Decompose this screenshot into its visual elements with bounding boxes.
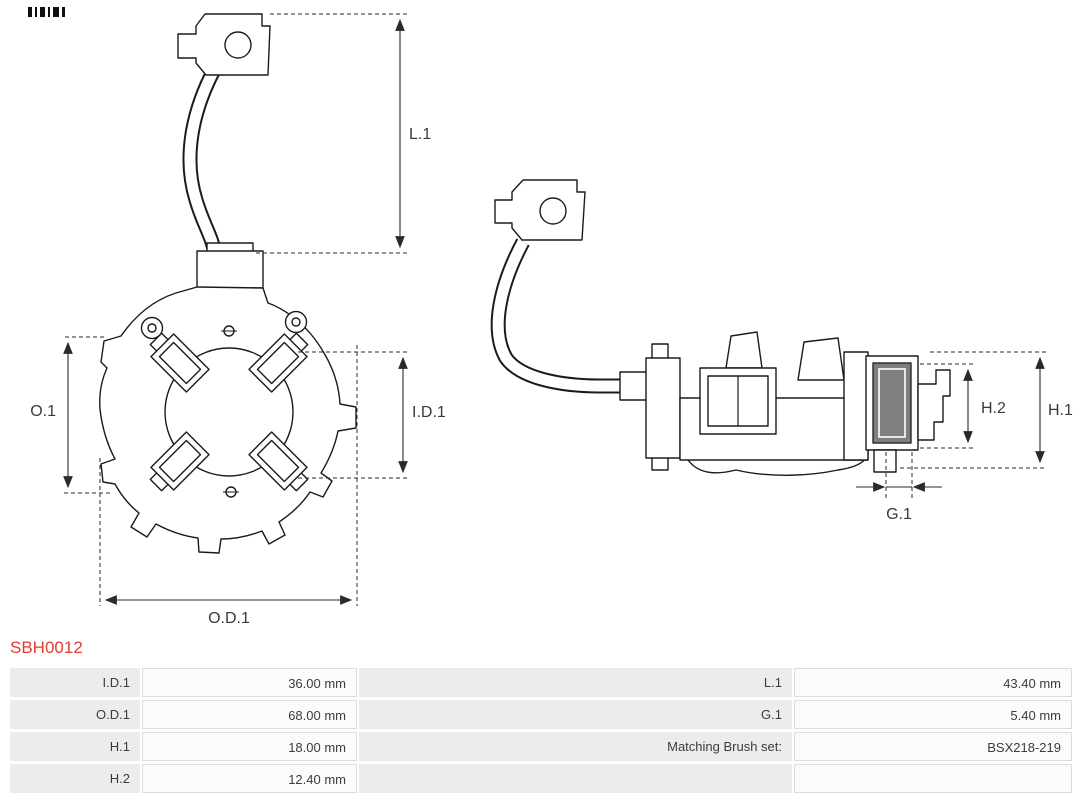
dimension-h1: H.1	[900, 351, 1073, 469]
dimension-id1: I.D.1	[298, 351, 446, 479]
spec-label-h2: H.2	[10, 764, 140, 793]
spec-label-g1: G.1	[359, 700, 792, 729]
center-hole-top	[221, 325, 237, 337]
side-view-drawing	[490, 179, 951, 476]
dimension-l1: L.1	[256, 13, 431, 254]
spec-label-empty	[359, 764, 792, 793]
dim-label-od1: O.D.1	[208, 610, 250, 627]
dim-label-g1: G.1	[886, 506, 912, 523]
brush-box-upper-right	[248, 332, 309, 393]
spec-value-id1: 36.00 mm	[142, 668, 357, 697]
terminal-lug-side	[494, 179, 586, 241]
spec-value-matching-brush-set: BSX218-219	[794, 732, 1072, 761]
spec-value-h1: 18.00 mm	[142, 732, 357, 761]
dimension-g1: G.1	[856, 452, 942, 523]
spec-label-id1: I.D.1	[10, 668, 140, 697]
dim-label-h2: H.2	[981, 400, 1006, 417]
mount-foot	[873, 449, 897, 473]
spec-value-g1: 5.40 mm	[794, 700, 1072, 729]
brush-box-lower-left	[149, 431, 210, 492]
dimension-h2: H.2	[920, 363, 1006, 449]
spec-row: O.D.1 68.00 mm G.1 5.40 mm	[10, 700, 1072, 729]
right-hook-tab	[917, 369, 951, 441]
spec-value-h2: 12.40 mm	[142, 764, 357, 793]
technical-diagram: L.1 O.1 I.D.1 O.D.1	[28, 7, 1073, 627]
dim-label-id1: I.D.1	[412, 404, 446, 421]
right-bracket	[843, 351, 869, 461]
spring-tab-2	[797, 337, 845, 381]
dimension-o1: O.1	[30, 336, 110, 494]
spec-value-od1: 68.00 mm	[142, 700, 357, 729]
spec-value-l1: 43.40 mm	[794, 668, 1072, 697]
spring-tab-1	[725, 331, 763, 369]
lead-wire	[182, 66, 223, 256]
spec-label-od1: O.D.1	[10, 700, 140, 729]
part-number: SBH0012	[10, 638, 83, 657]
terminal-lug	[177, 13, 271, 76]
base-bottom-edge	[687, 457, 867, 476]
rivet-hole-left	[140, 316, 164, 340]
brush-box-lower-right	[248, 431, 309, 492]
dim-label-h1: H.1	[1048, 402, 1073, 419]
rivet-hole-right	[284, 310, 308, 334]
left-bracket	[645, 357, 681, 459]
spec-row: H.1 18.00 mm Matching Brush set: BSX218-…	[10, 732, 1072, 761]
dimension-od1: O.D.1	[99, 345, 358, 627]
logo-mark	[28, 7, 65, 17]
holder-side-body	[619, 331, 951, 476]
brush-box-upper-left	[149, 332, 210, 393]
lead-entry-block	[196, 242, 264, 289]
spec-value-empty	[794, 764, 1072, 793]
front-view-drawing	[99, 13, 357, 554]
spec-row: I.D.1 36.00 mm L.1 43.40 mm	[10, 668, 1072, 697]
dim-label-l1: L.1	[409, 126, 431, 143]
spec-label-h1: H.1	[10, 732, 140, 761]
wire-clamp	[619, 371, 651, 401]
spec-row: H.2 12.40 mm	[10, 764, 1072, 793]
lead-wire-side	[490, 238, 650, 394]
center-hole-bottom	[223, 486, 239, 498]
spec-label-l1: L.1	[359, 668, 792, 697]
spec-table: I.D.1 36.00 mm L.1 43.40 mm O.D.1 68.00 …	[10, 668, 1072, 796]
dim-label-o1: O.1	[30, 403, 56, 420]
brush-cross-section	[865, 355, 919, 451]
spec-label-matching-brush-set: Matching Brush set:	[359, 732, 792, 761]
